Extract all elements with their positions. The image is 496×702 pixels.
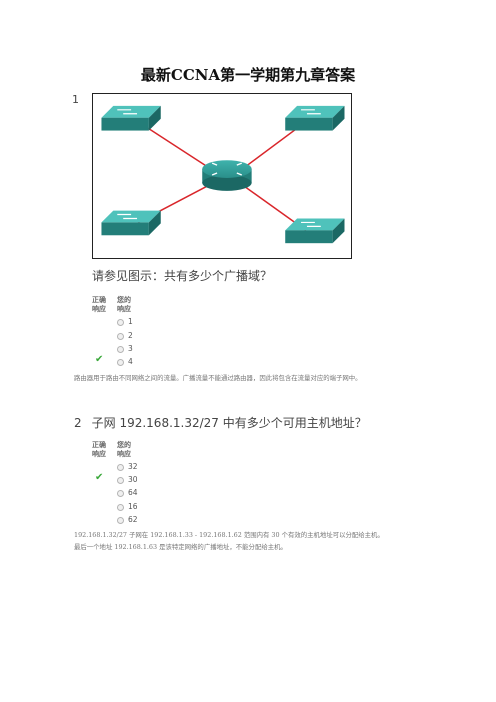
question-2-number: 2 (74, 416, 82, 430)
radio-button[interactable] (117, 476, 124, 484)
radio-button[interactable] (117, 503, 124, 511)
switch-top-right-icon (285, 105, 345, 131)
q2-option[interactable]: 16 (117, 502, 138, 512)
q2-option[interactable]: 32 (117, 462, 138, 472)
q1-option[interactable]: 3 (117, 344, 133, 354)
router-icon (202, 160, 252, 191)
q1-explanation: 路由器用于路由不同网络之间的流量。广播流量不能通过路由器，因此将包含在流量对应的… (74, 374, 362, 382)
q1-option[interactable]: 4 (117, 357, 133, 367)
radio-button[interactable] (117, 345, 124, 353)
radio-button[interactable] (117, 358, 124, 366)
q1-option[interactable]: 2 (117, 331, 133, 341)
radio-button[interactable] (117, 318, 124, 326)
correct-check-icon: ✔ (95, 472, 104, 483)
switch-bottom-right-icon (285, 218, 345, 244)
q2-header-yours: 您的 响应 (117, 441, 131, 458)
q1-option[interactable]: 1 (117, 317, 133, 327)
q1-header-yours: 您的 响应 (117, 296, 131, 313)
link-top-left (137, 121, 218, 174)
switch-bottom-left-icon (101, 210, 161, 236)
topology-svg (101, 105, 345, 244)
radio-button[interactable] (117, 516, 124, 524)
switch-top-left-icon (101, 105, 161, 131)
radio-button[interactable] (117, 463, 124, 471)
question-1-text: 请参见图示：共有多少个广播域？ (92, 269, 273, 283)
q2-option[interactable]: 62 (117, 515, 138, 525)
correct-check-icon: ✔ (95, 354, 104, 365)
q2-option[interactable]: 30 (117, 475, 138, 485)
radio-button[interactable] (117, 332, 124, 340)
q2-option[interactable]: 64 (117, 488, 138, 498)
radio-button[interactable] (117, 489, 124, 497)
q2-explanation-line-2: 最后一个地址 192.168.1.63 是该特定网络的广播地址，不能分配给主机。 (74, 543, 287, 551)
q2-header-correct: 正确 响应 (92, 441, 106, 458)
question-1-number: 1 (72, 93, 79, 106)
q2-explanation-line-1: 192.168.1.32/27 子网在 192.168.1.33 - 192.1… (74, 531, 384, 539)
question-2: 2 子网 192.168.1.32/27 中有多少个可用主机地址？ (74, 414, 367, 431)
network-topology-diagram (92, 93, 352, 259)
q1-header-correct: 正确 响应 (92, 296, 106, 313)
question-2-text: 子网 192.168.1.32/27 中有多少个可用主机地址？ (91, 416, 367, 430)
document-title: 最新CCNA第一学期第九章答案 (140, 66, 356, 84)
